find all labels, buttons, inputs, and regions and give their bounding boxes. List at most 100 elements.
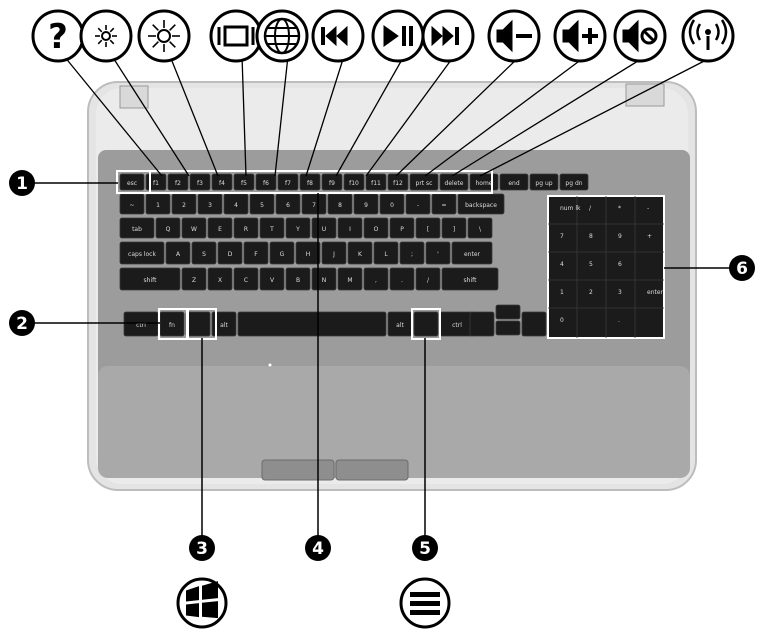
- key-a-10-label: ;: [411, 251, 413, 258]
- key-q-5: T: [259, 217, 285, 239]
- previous-track-icon: [311, 9, 365, 63]
- numpad-key-.: .: [618, 317, 620, 324]
- key-q-10-label: P: [400, 226, 404, 233]
- key-a-7-label: J: [332, 251, 335, 258]
- callout-3: 3: [189, 535, 215, 561]
- key-down: [495, 320, 521, 336]
- key-a-4: F: [243, 241, 269, 265]
- key-q-2: W: [181, 217, 207, 239]
- key-q-1: Q: [155, 217, 181, 239]
- key-z-6: N: [311, 267, 337, 291]
- key-q-1-label: Q: [166, 226, 171, 233]
- key-f7-label: f7: [285, 180, 291, 187]
- key-z-7-label: M: [347, 277, 352, 284]
- key-num-1: 1: [145, 193, 171, 215]
- key-esc-label: esc: [127, 180, 137, 187]
- key-num-2-label: 2: [182, 202, 186, 209]
- key-num-9-label: 9: [364, 202, 368, 209]
- key-a-11-label: ': [437, 251, 439, 258]
- key-q-4: R: [233, 217, 259, 239]
- volume-up-icon: [553, 9, 607, 63]
- key-delete-label: delete: [445, 180, 464, 187]
- key-q-13-label: \: [479, 226, 482, 233]
- key-f2: f2: [167, 173, 189, 191]
- action-keys-highlight: [149, 170, 493, 194]
- numpad-key-3: 3: [618, 289, 622, 296]
- key-f10: f10: [343, 173, 365, 191]
- key-f12-label: f12: [393, 180, 403, 187]
- numpad-key-0: 0: [560, 317, 564, 324]
- numpad-key-6: 6: [618, 261, 622, 268]
- web-browser-icon: [255, 9, 309, 63]
- numpad-key-8: 8: [589, 233, 593, 240]
- key-a-9: L: [373, 241, 399, 265]
- key-f8-label: f8: [307, 180, 313, 187]
- key-q-9: O: [363, 217, 389, 239]
- touchpad-buttons: [261, 459, 409, 481]
- key-z-7: M: [337, 267, 363, 291]
- numpad-key-7: 7: [560, 233, 564, 240]
- switch-display-icon: [209, 9, 263, 63]
- key-z-9-label: .: [401, 277, 403, 284]
- key-a-3-label: D: [228, 251, 233, 258]
- key-num-4-label: 4: [234, 202, 238, 209]
- callout-number: 6: [736, 259, 748, 279]
- key-z-1: Z: [181, 267, 207, 291]
- key-up: [495, 304, 521, 320]
- key-a-7: J: [321, 241, 347, 265]
- key-prt-sc: prt sc: [409, 173, 439, 191]
- key-bottom-1-label: fn: [169, 322, 175, 329]
- key-num-10-label: 0: [390, 202, 394, 209]
- numpad-key-+: +: [647, 233, 652, 240]
- callout-number: 1: [16, 174, 28, 194]
- callout-number: 3: [196, 539, 208, 559]
- key-z-0: shift: [119, 267, 181, 291]
- key-bottom-3: alt: [211, 311, 237, 337]
- key-home-label: home: [475, 180, 492, 187]
- key-a-0: caps lock: [119, 241, 165, 265]
- key-num-7: 7: [301, 193, 327, 215]
- key-a-1: A: [165, 241, 191, 265]
- key-bottom-7: ctrl: [439, 311, 475, 337]
- key-f9: f9: [321, 173, 343, 191]
- numpad-key--: -: [647, 205, 649, 212]
- key-num-1-label: 1: [156, 202, 160, 209]
- key-bottom-5: alt: [387, 311, 413, 337]
- key-z-10: /: [415, 267, 441, 291]
- key-z-3: C: [233, 267, 259, 291]
- callout-5: 5: [412, 535, 438, 561]
- key-a-4-label: F: [254, 251, 258, 258]
- key-q-6-label: Y: [295, 226, 300, 233]
- key-f11: f11: [365, 173, 387, 191]
- key-num-6: 6: [275, 193, 301, 215]
- key-f3-label: f3: [197, 180, 203, 187]
- key-z-5-label: B: [296, 277, 300, 284]
- key-num-8-label: 8: [338, 202, 342, 209]
- key-f6: f6: [255, 173, 277, 191]
- key-f11-label: f11: [371, 180, 381, 187]
- key-a-6-label: H: [306, 251, 311, 258]
- key-z-4-label: V: [270, 277, 275, 284]
- key-num-8: 8: [327, 193, 353, 215]
- key-bottom-7-label: ctrl: [452, 322, 462, 329]
- help-glyph: ?: [48, 17, 68, 57]
- numpad-key-num-lk: num lk: [560, 205, 581, 212]
- numpad-key-enter: enter: [647, 289, 664, 296]
- key-a-0-label: caps lock: [128, 251, 156, 258]
- key-num-5: 5: [249, 193, 275, 215]
- key-bottom-5-label: alt: [396, 322, 404, 329]
- key-f2-label: f2: [175, 180, 181, 187]
- key-z-3-label: C: [244, 277, 248, 284]
- key-num-13: backspace: [457, 193, 505, 215]
- key-a-5-label: G: [280, 251, 285, 258]
- key-f12: f12: [387, 173, 409, 191]
- key-home: home: [469, 173, 499, 191]
- callout-number: 5: [419, 539, 431, 559]
- action-key-icons: ?: [31, 9, 735, 63]
- key-q-0-label: tab: [132, 226, 142, 233]
- apps-key-highlight: [411, 308, 441, 340]
- key-num-11: -: [405, 193, 431, 215]
- key-a-1-label: A: [176, 251, 181, 258]
